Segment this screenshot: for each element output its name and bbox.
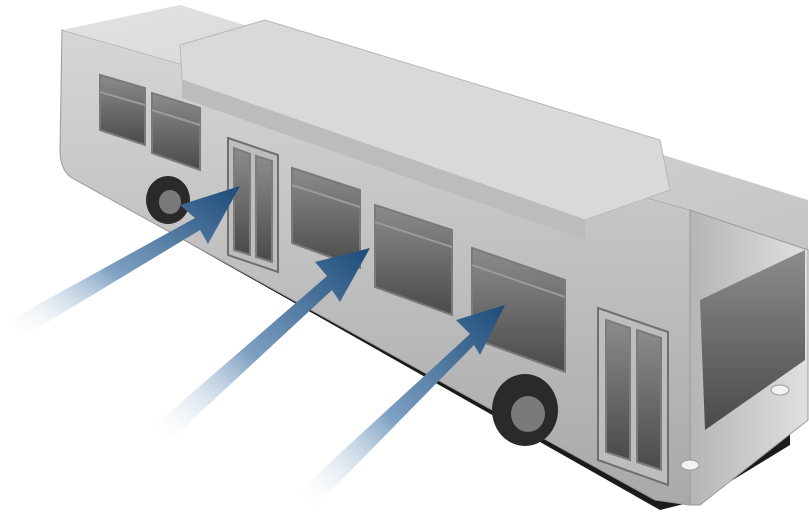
arrow-icon: [10, 186, 240, 340]
headlight: [771, 385, 789, 395]
headlight: [681, 460, 699, 470]
